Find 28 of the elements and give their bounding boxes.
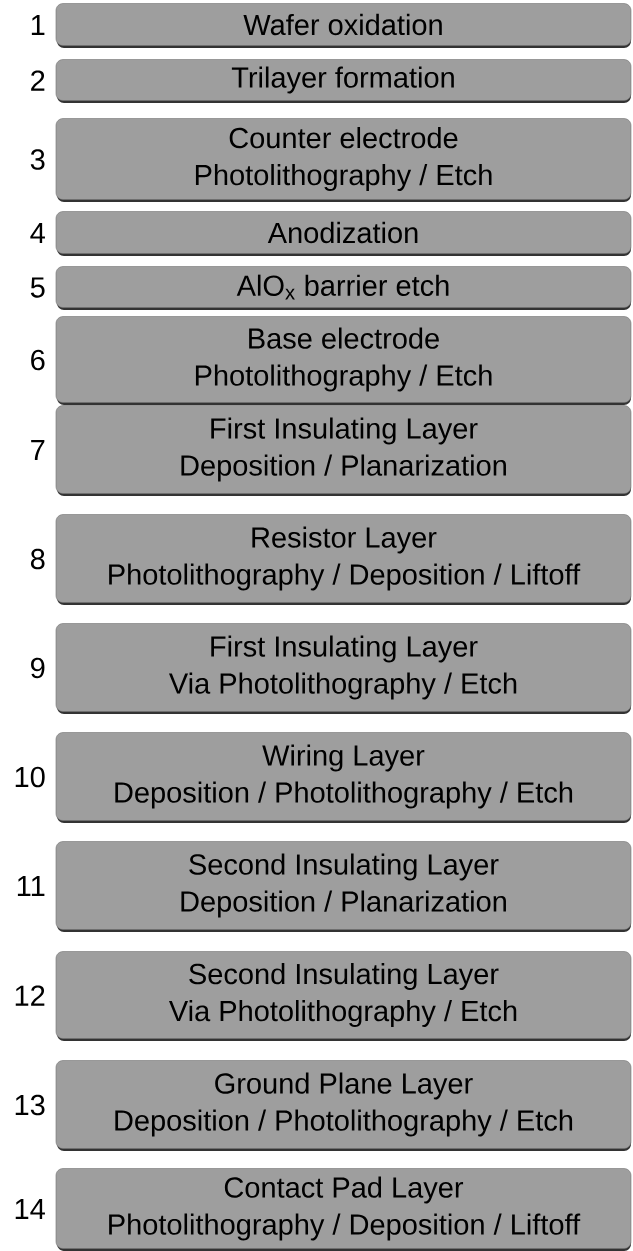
process-box: Anodization: [55, 211, 632, 256]
process-box: Wiring Layer Deposition / Photolithography / Etch: [55, 732, 632, 823]
process-box: Wafer oxidation: [55, 3, 632, 48]
step-number: 5: [30, 277, 45, 298]
process-box: Base electrode Photolithography / Etch: [55, 316, 632, 405]
step-number: 12: [15, 985, 45, 1006]
step-number: 11: [17, 876, 45, 896]
process-box: Second Insulating Layer Via Photolithography / Etch: [55, 951, 632, 1041]
process-box: AlO$_{x}$ barrier etch: [55, 266, 632, 310]
step-number: 2: [31, 70, 45, 91]
step-number: 14: [15, 1199, 45, 1219]
process-box: First Insulating Layer Deposition / Planarization: [55, 405, 632, 496]
process-box: Contact Pad Layer Photolithography / Deposition / Liftoff: [55, 1168, 632, 1251]
process-box: Ground Plane Layer Deposition / Photolithography / Etch: [55, 1060, 632, 1151]
step-number: 7: [31, 440, 45, 460]
process-box: Resistor Layer Photolithography / Deposition / Liftoff: [55, 514, 632, 605]
step-number: 8: [30, 548, 45, 570]
step-number: 1: [31, 15, 45, 35]
step-number: 13: [15, 1094, 45, 1116]
process-box: First Insulating Layer Via Photolithography / Etch: [55, 623, 632, 714]
step-number: 10: [15, 766, 45, 788]
step-number: 6: [31, 349, 45, 371]
process-box: Counter electrode Photolithography / Etch: [55, 118, 632, 202]
step-number: 4: [30, 223, 45, 243]
step-number: 9: [31, 657, 45, 679]
step-number: 3: [30, 149, 45, 170]
process-box: Trilayer formation: [55, 59, 632, 103]
process-box: Second Insulating Layer Deposition / Planarization: [55, 841, 632, 932]
